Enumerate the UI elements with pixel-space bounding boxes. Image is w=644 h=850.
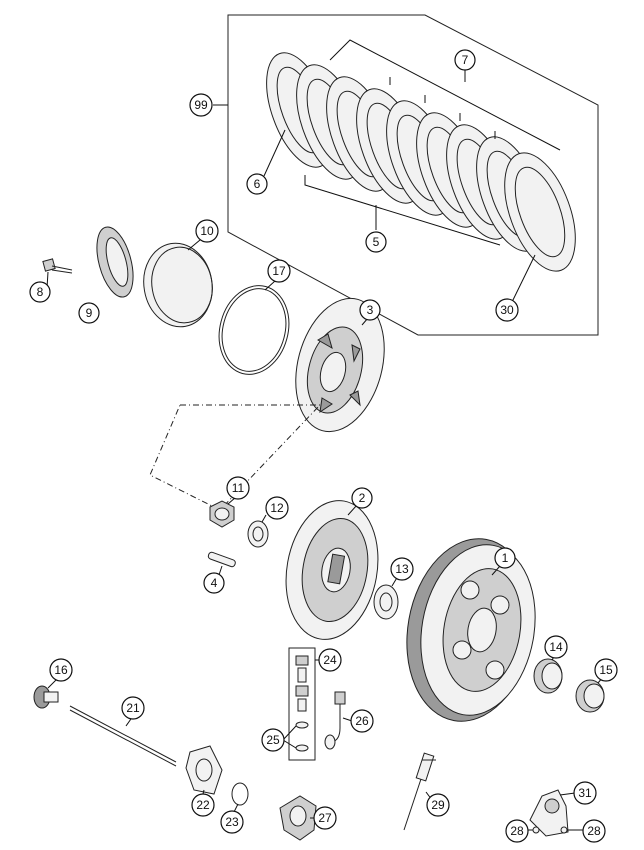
nut-part-11 — [209, 500, 235, 528]
callout-27: 27 — [313, 806, 337, 830]
svg-text:27: 27 — [318, 811, 332, 825]
pressure-disc-part-10 — [143, 242, 213, 328]
ring-part-17 — [218, 285, 290, 375]
push-rod-part-21 — [69, 705, 177, 767]
svg-text:10: 10 — [200, 224, 214, 238]
callout-29: 29 — [426, 793, 450, 817]
clutch-basket-part-1 — [406, 538, 536, 722]
callout-12: 12 — [265, 496, 289, 520]
callout-17: 17 — [267, 259, 291, 283]
svg-text:11: 11 — [232, 481, 245, 495]
callout-10: 10 — [195, 219, 219, 243]
syringe-part-29 — [403, 752, 436, 831]
svg-text:5: 5 — [373, 235, 380, 249]
callout-4: 4 — [203, 572, 225, 594]
callout-99: 99 — [189, 93, 213, 117]
slave-cylinder-part-27 — [279, 795, 317, 841]
bolt-part-8 — [42, 258, 73, 274]
svg-text:7: 7 — [462, 53, 469, 67]
svg-text:1: 1 — [502, 551, 509, 565]
bracket-part-28-31 — [529, 789, 569, 837]
svg-text:15: 15 — [599, 663, 613, 677]
svg-text:25: 25 — [266, 733, 280, 747]
clutch-plates-stack — [266, 52, 576, 272]
svg-text:31: 31 — [578, 786, 592, 800]
bracket-7 — [329, 39, 561, 151]
callout-13: 13 — [390, 557, 414, 581]
callout-25: 25 — [261, 728, 285, 752]
svg-text:23: 23 — [225, 815, 239, 829]
callout-6: 6 — [246, 173, 268, 195]
o-ring-part-23 — [231, 782, 249, 806]
svg-text:21: 21 — [126, 701, 140, 715]
callout-21: 21 — [121, 696, 145, 720]
hose-fitting-part-26 — [324, 691, 346, 750]
callout-15: 15 — [594, 658, 618, 682]
alignment-guide — [149, 404, 322, 511]
plate-set-frame — [227, 14, 599, 336]
svg-text:17: 17 — [272, 264, 286, 278]
callout-30: 30 — [495, 298, 519, 322]
clutch-hub-part-2 — [285, 500, 379, 640]
push-rod-head-part-16 — [33, 685, 59, 709]
bracket-5 — [304, 175, 501, 246]
svg-text:2: 2 — [359, 491, 366, 505]
callout-26: 26 — [350, 709, 374, 733]
svg-text:26: 26 — [355, 714, 369, 728]
svg-text:12: 12 — [270, 501, 284, 515]
svg-text:29: 29 — [431, 798, 445, 812]
lock-washer-part-12 — [247, 520, 269, 548]
callout-22: 22 — [191, 793, 215, 817]
svg-text:3: 3 — [367, 303, 374, 317]
bushing-part-14 — [533, 658, 563, 694]
callout-3: 3 — [359, 299, 381, 321]
pressure-plate-part-3 — [295, 297, 385, 433]
svg-text:9: 9 — [86, 306, 93, 320]
washer-part-13 — [373, 584, 399, 620]
callout-7: 7 — [454, 49, 476, 71]
svg-text:16: 16 — [54, 663, 68, 677]
svg-text:28: 28 — [510, 824, 524, 838]
callout-28-left: 28 — [505, 819, 529, 843]
callout-14: 14 — [544, 635, 568, 659]
callout-24: 24 — [318, 648, 342, 672]
svg-text:13: 13 — [395, 562, 409, 576]
svg-text:6: 6 — [254, 177, 261, 191]
bearing-part-9 — [96, 226, 134, 298]
gasket-part-22 — [185, 745, 223, 795]
callout-5: 5 — [365, 231, 387, 253]
callout-9: 9 — [78, 302, 100, 324]
callout-8: 8 — [29, 281, 51, 303]
callout-11: 11 — [226, 476, 250, 500]
callout-28-right: 28 — [582, 819, 606, 843]
fitting-stack-part-24-25 — [288, 647, 316, 761]
callout-2: 2 — [351, 487, 373, 509]
svg-text:99: 99 — [194, 98, 208, 112]
sleeve-part-15 — [575, 679, 605, 713]
svg-text:4: 4 — [211, 576, 218, 590]
svg-text:24: 24 — [323, 653, 337, 667]
svg-text:30: 30 — [500, 303, 514, 317]
svg-text:28: 28 — [587, 824, 601, 838]
svg-text:22: 22 — [196, 798, 210, 812]
callout-31: 31 — [573, 781, 597, 805]
callout-16: 16 — [49, 658, 73, 682]
svg-text:8: 8 — [37, 285, 44, 299]
callout-23: 23 — [220, 810, 244, 834]
pin-part-4 — [207, 551, 236, 568]
callout-1: 1 — [494, 547, 516, 569]
svg-text:14: 14 — [549, 640, 563, 654]
